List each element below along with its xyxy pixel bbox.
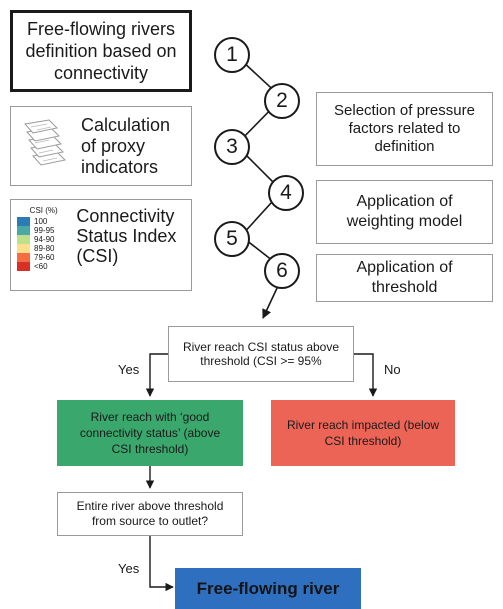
csi-legend-swatch [17,262,30,271]
csi-legend-swatch [17,217,30,226]
decision-text: River reach CSI status above threshold (… [182,340,340,368]
threshold-box: Application of threshold [316,254,493,302]
step-circle-2: 2 [264,83,300,119]
arrow-to-decision [262,285,279,319]
csi-legend-row: 94-90 [17,235,70,244]
good-status-text: River reach with ‘good connectivity stat… [79,410,221,456]
arrow-no [354,353,378,397]
layers-icon [24,119,67,166]
csi-legend-row: <60 [17,262,70,271]
csi-legend-row: 89-80 [17,244,70,253]
csi-legend-title: CSI (%) [29,206,58,215]
threshold-text: Application of threshold [356,259,453,296]
csi-legend-label: 99-95 [34,226,55,235]
yes-label: Yes [118,362,140,377]
csi-legend-swatch [17,244,30,253]
decision-box: River reach CSI status above threshold (… [168,326,354,382]
weighting-text: Application of weighting model [346,193,463,230]
definition-box: Free-flowing rivers definition based on … [10,10,192,92]
entire-river-text: Entire river above threshold from source… [76,499,224,528]
arrow-yes [145,353,168,397]
weighting-box: Application of weighting model [316,180,493,244]
impacted-box: River reach impacted (below CSI threshol… [271,400,455,466]
csi-legend-row: 99-95 [17,226,70,235]
arrow-entire-to-final [149,536,174,592]
csi-legend-label: <60 [34,262,48,271]
csi-legend-label: 79-60 [34,253,55,262]
step-circle-6: 6 [264,253,300,289]
csi-legend-row: 79-60 [17,253,70,262]
pressure-box: Selection of pressure factors related to… [316,92,493,166]
csi-legend-swatch [17,235,30,244]
step-circle-4: 4 [268,175,304,211]
proxy-text: Calculation of proxy indicators [81,114,171,177]
yes-label-2: Yes [118,561,140,576]
csi-legend-swatch [17,253,30,262]
csi-legend-label: 94-90 [34,235,55,244]
entire-river-box: Entire river above threshold from source… [57,492,243,536]
proxy-box: Calculation of proxy indicators [10,106,192,186]
csi-legend-swatch [17,226,30,235]
csi-legend-label: 100 [34,217,48,226]
step-circle-1: 1 [214,37,250,73]
impacted-text: River reach impacted (below CSI threshol… [286,418,440,448]
step-circle-5: 5 [214,221,250,257]
step-circle-3: 3 [214,129,250,165]
csi-legend-row: 100 [17,217,70,226]
csi-legend-label: 89-80 [34,244,55,253]
no-label: No [384,362,401,377]
good-status-box: River reach with ‘good connectivity stat… [57,400,243,466]
free-flowing-river-text: Free-flowing river [196,578,340,598]
pressure-text: Selection of pressure factors related to… [334,102,475,155]
free-flowing-river-box: Free-flowing river [175,568,361,609]
csi-title: Connectivity Status Index (CSI) [76,206,177,266]
definition-text: Free-flowing rivers definition based on … [25,19,177,83]
